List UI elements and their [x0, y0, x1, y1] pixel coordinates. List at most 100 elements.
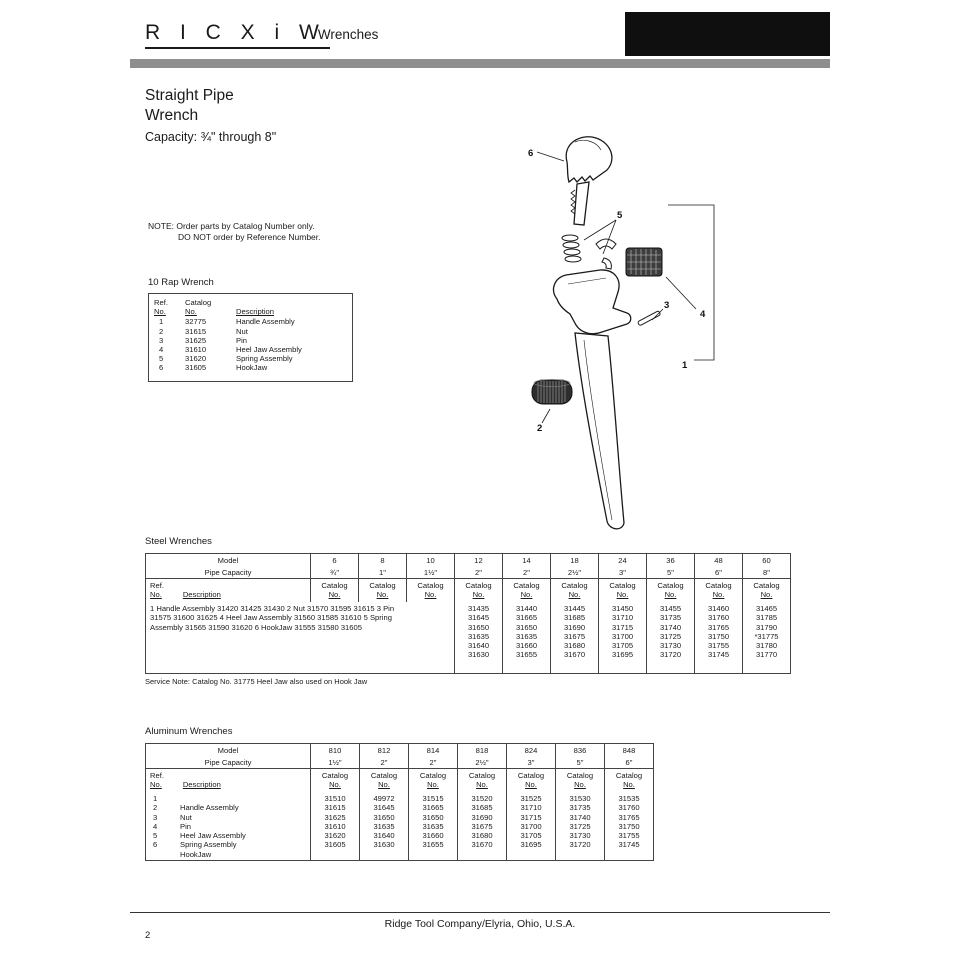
model-col-header: 18	[550, 554, 598, 567]
ref-cell: 1	[159, 317, 164, 327]
ref-description-header: Ref. No.Description	[146, 579, 310, 602]
ref-cell: 4	[159, 345, 164, 355]
capacity-col-header: 2"	[502, 567, 550, 578]
description-cell: Pin	[236, 335, 247, 345]
model-col-header: 824	[506, 744, 555, 757]
order-note: NOTE: Order parts by Catalog Number only…	[148, 221, 321, 242]
rap-table-title: 10 Rap Wrench	[148, 277, 214, 288]
capacity-header-row: Pipe Capacity ¾" 1" 1½" 2" 2" 2½" 3" 5" …	[146, 567, 790, 579]
model-header-row: Model 810 812 814 818 824 836 848	[146, 744, 653, 757]
model-col-header: 24	[598, 554, 646, 567]
model-header-row: Model 6 8 10 12 14 18 24 36 48 60	[146, 554, 790, 567]
nut-illustration	[531, 379, 573, 405]
model-col-header: 10	[406, 554, 454, 567]
model-label: Model	[217, 745, 239, 755]
capacity-col-header: 3"	[506, 757, 555, 768]
model-col-header: 814	[408, 744, 457, 757]
description-header: Description	[182, 780, 221, 790]
ref-header: Ref.	[150, 581, 164, 590]
model-col-header: 812	[359, 744, 408, 757]
capacity-col-header: 1½"	[310, 757, 359, 768]
description-cell: Handle Assembly	[236, 317, 295, 327]
capacity-col-header: 2"	[454, 567, 502, 578]
capacity-label: Pipe Capacity	[204, 567, 252, 577]
description-header: Description	[236, 307, 274, 317]
header-black-block	[625, 12, 830, 56]
capacity-col-header: ¾"	[310, 567, 358, 578]
capacity-col-header: 3"	[598, 567, 646, 578]
callout-4: 4	[700, 309, 706, 320]
catalog-cell: 31615	[185, 326, 207, 336]
capacity-col-header: 2½"	[457, 757, 506, 768]
description-header: Description	[182, 590, 221, 600]
callout-5: 5	[617, 210, 623, 221]
capacity-col-header: 6"	[694, 567, 742, 578]
catalog-cell: 31605	[185, 363, 207, 373]
model-col-header: 818	[457, 744, 506, 757]
model-col-header: 36	[646, 554, 694, 567]
table-row: 1	[153, 794, 158, 803]
model-col-header: 836	[555, 744, 604, 757]
service-note: Service Note: Catalog No. 31775 Heel Jaw…	[145, 677, 368, 686]
capacity-col-header: 2"	[359, 757, 408, 768]
capacity-col-header: 8"	[742, 567, 790, 578]
page-title: Straight Pipe Wrench Capacity: ¾" throug…	[145, 86, 276, 147]
brand-logo: R I C X i W	[145, 21, 330, 49]
catalog-cell: 31625	[185, 335, 207, 345]
note-line2: DO NOT order by Reference Number.	[178, 231, 321, 242]
aluminum-wrenches-table: Model 810 812 814 818 824 836 848 Pipe C…	[145, 743, 654, 861]
model-col-header: 12	[454, 554, 502, 567]
capacity-col-header: 5"	[555, 757, 604, 768]
model-col-header: 848	[604, 744, 653, 757]
header-divider-bar	[130, 59, 830, 68]
ref-cell: 5	[159, 354, 164, 364]
capacity-col-header: 1"	[358, 567, 406, 578]
footer-company: Ridge Tool Company/Elyria, Ohio, U.S.A.	[384, 918, 576, 930]
model-col-header: 48	[694, 554, 742, 567]
ref-cell: 6	[159, 363, 164, 373]
parts-flow-text: 1 Handle Assembly 31420 31425 31430 2 Nu…	[150, 604, 395, 632]
hook-jaw-illustration	[565, 136, 613, 226]
capacity-col-header: 2½"	[550, 567, 598, 578]
steel-table-title: Steel Wrenches	[145, 536, 212, 547]
callout-1: 1	[682, 360, 688, 371]
ref-no-header: No.	[154, 307, 166, 317]
callout-3: 3	[664, 300, 669, 311]
ref-header: Ref.	[150, 771, 164, 780]
capacity-col-header: 5"	[646, 567, 694, 578]
housing-detail-line	[567, 277, 607, 285]
steel-wrenches-table: Model 6 8 10 12 14 18 24 36 48 60 Pipe C…	[145, 553, 791, 674]
ref-description-header: Ref. No.Description	[146, 769, 310, 792]
